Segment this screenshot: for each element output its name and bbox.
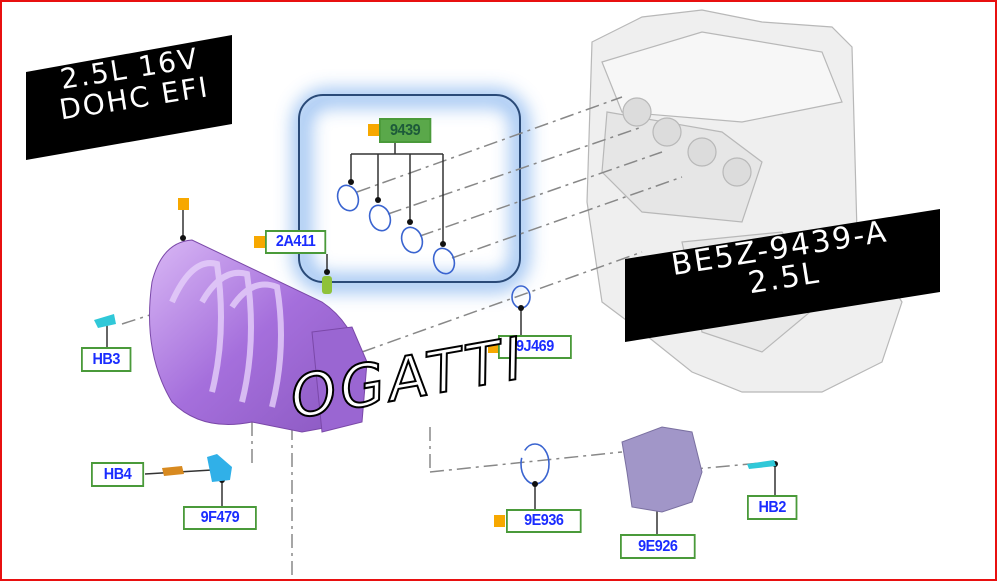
highlight-box (298, 94, 521, 283)
callout-9j469: 9J469 (498, 335, 572, 359)
throttle-body-part (621, 426, 703, 513)
callout-hb4: HB4 (91, 462, 145, 487)
marker-icon (254, 236, 265, 248)
marker-icon (494, 515, 505, 527)
bolt-hb4 (162, 466, 184, 476)
marker-icon (488, 341, 499, 353)
callout-hb3: HB3 (81, 347, 132, 372)
callout-9f479: 9F479 (183, 506, 257, 530)
sensor-2a411-part (322, 276, 332, 294)
callout-2a411: 2A411 (265, 230, 327, 254)
marker-icon (178, 198, 189, 210)
bolt-hb3 (94, 314, 116, 328)
callout-9e926: 9E926 (620, 534, 696, 559)
gasket-leader-lines (350, 143, 444, 244)
gasket-9e936 (520, 443, 550, 485)
callout-9e936: 9E936 (506, 509, 582, 533)
engine-spec-banner-bg (26, 35, 232, 160)
callout-hb2: HB2 (747, 495, 798, 520)
intake-manifold-illustration (149, 239, 368, 433)
part-number-banner-bg (625, 209, 940, 342)
bolt-hb2 (747, 460, 776, 469)
marker-icon (368, 124, 379, 136)
callout-9439: 9439 (379, 118, 432, 143)
sensor-9f479-part (207, 454, 232, 482)
